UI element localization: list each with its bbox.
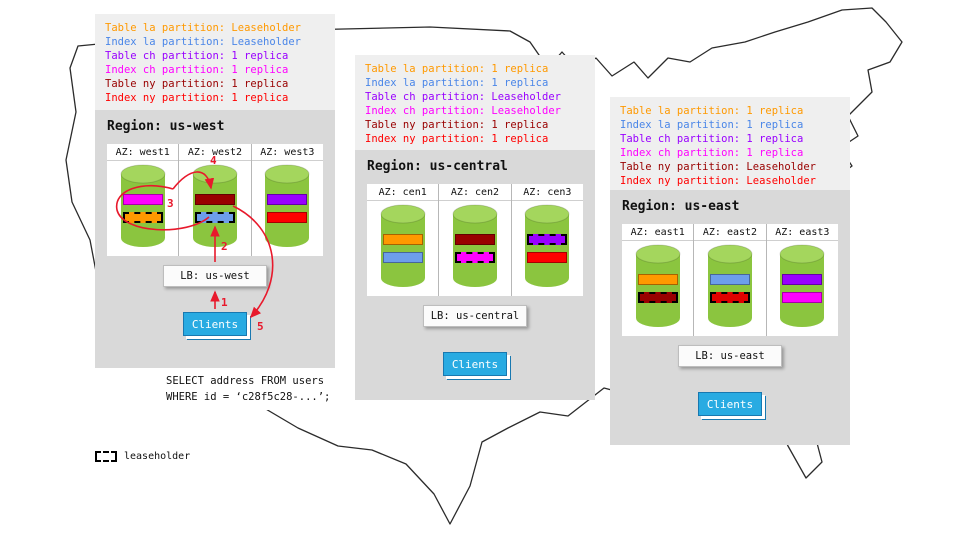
leaseholder-key: leaseholder: [95, 451, 190, 462]
partition-bar-index-la: [709, 274, 750, 285]
legend-line: Table la partition: 1 replica: [365, 63, 549, 75]
legend-line: Table ny partition: 1 replica: [105, 78, 289, 90]
legend-line: Index ny partition: 1 replica: [365, 133, 549, 145]
database-cylinder: [119, 164, 167, 250]
az-label: AZ: cen2: [439, 184, 511, 201]
az-label: AZ: east3: [766, 224, 838, 241]
leaseholder-key-label: leaseholder: [124, 451, 191, 462]
az-label: AZ: cen1: [367, 184, 439, 201]
legend-line: Index la partition: 1 replica: [365, 77, 549, 89]
partition-bar-index-ch-leaseholder: [454, 252, 495, 263]
partition-bar-table-ch-leaseholder: [527, 234, 568, 245]
legend-line: Table ny partition: 1 replica: [365, 119, 549, 131]
az-column: AZ: cen3: [510, 184, 583, 296]
region-title: Region: us-west: [107, 119, 225, 134]
legend-line: Table la partition: 1 replica: [620, 105, 804, 117]
az-column: AZ: west2: [178, 144, 251, 256]
az-column: AZ: west1: [107, 144, 179, 256]
az-column: AZ: west3: [250, 144, 323, 256]
az-label: AZ: east2: [694, 224, 766, 241]
clients-box: Clients: [183, 312, 247, 336]
sql-line-2: WHERE id = ‘c28f5c28-...’;: [166, 391, 331, 403]
legend-line: Index ny partition: 1 replica: [105, 92, 289, 104]
az-label: AZ: west2: [179, 144, 251, 161]
legend-line: Table ch partition: 1 replica: [620, 133, 804, 145]
az-column: AZ: cen2: [438, 184, 511, 296]
legend-line: Index ch partition: Leaseholder: [365, 105, 561, 117]
partition-bar-index-ny: [267, 212, 308, 223]
sql-line-1: SELECT address FROM users: [166, 375, 325, 387]
partition-bar-table-ny: [454, 234, 495, 245]
load-balancer: LB: us-central: [423, 305, 527, 327]
partition-bar-table-la: [637, 274, 678, 285]
partition-bar-index-ch: [782, 292, 823, 303]
leaseholder-swatch-icon: [95, 451, 117, 462]
az-label: AZ: east1: [622, 224, 694, 241]
database-cylinder: [634, 244, 682, 330]
clients-box: Clients: [698, 392, 762, 416]
az-column: AZ: east2: [693, 224, 766, 336]
database-cylinder: [451, 204, 499, 290]
load-balancer: LB: us-east: [678, 345, 782, 367]
partition-bar-table-ch: [782, 274, 823, 285]
legend-line: Table ny partition: Leaseholder: [620, 161, 816, 173]
legend-line: Table ch partition: 1 replica: [105, 50, 289, 62]
load-balancer: LB: us-west: [163, 265, 267, 287]
partition-bar-table-ch: [267, 194, 308, 205]
legend-line: Table ch partition: Leaseholder: [365, 91, 561, 103]
az-column: AZ: east1: [622, 224, 694, 336]
partition-bar-index-ny: [527, 252, 568, 263]
az-column: AZ: cen1: [367, 184, 439, 296]
legend-line: Index la partition: 1 replica: [620, 119, 804, 131]
partition-bar-index-la: [382, 252, 423, 263]
legend-line: Index ny partition: Leaseholder: [620, 175, 816, 187]
region-title: Region: us-central: [367, 159, 508, 174]
database-cylinder: [263, 164, 311, 250]
az-label: AZ: cen3: [511, 184, 583, 201]
az-label: AZ: west1: [107, 144, 179, 161]
partition-bar-index-la-leaseholder: [194, 212, 235, 223]
partition-bar-table-la-leaseholder: [122, 212, 163, 223]
partition-bar-index-ny-leaseholder: [709, 292, 750, 303]
legend-line: Table la partition: Leaseholder: [105, 22, 301, 34]
legend-line: Index la partition: Leaseholder: [105, 36, 301, 48]
database-cylinder: [191, 164, 239, 250]
database-cylinder: [706, 244, 754, 330]
partition-bar-index-ch: [122, 194, 163, 205]
legend-line: Index ch partition: 1 replica: [620, 147, 804, 159]
az-column: AZ: east3: [765, 224, 838, 336]
database-cylinder: [379, 204, 427, 290]
legend-line: Index ch partition: 1 replica: [105, 64, 289, 76]
sql-query: SELECT address FROM users WHERE id = ‘c2…: [160, 368, 350, 410]
partition-bar-table-la: [382, 234, 423, 245]
partition-bar-table-ny-leaseholder: [637, 292, 678, 303]
az-label: AZ: west3: [251, 144, 323, 161]
database-cylinder: [523, 204, 571, 290]
clients-box: Clients: [443, 352, 507, 376]
database-cylinder: [778, 244, 826, 330]
partition-bar-table-ny: [194, 194, 235, 205]
region-title: Region: us-east: [622, 199, 740, 214]
